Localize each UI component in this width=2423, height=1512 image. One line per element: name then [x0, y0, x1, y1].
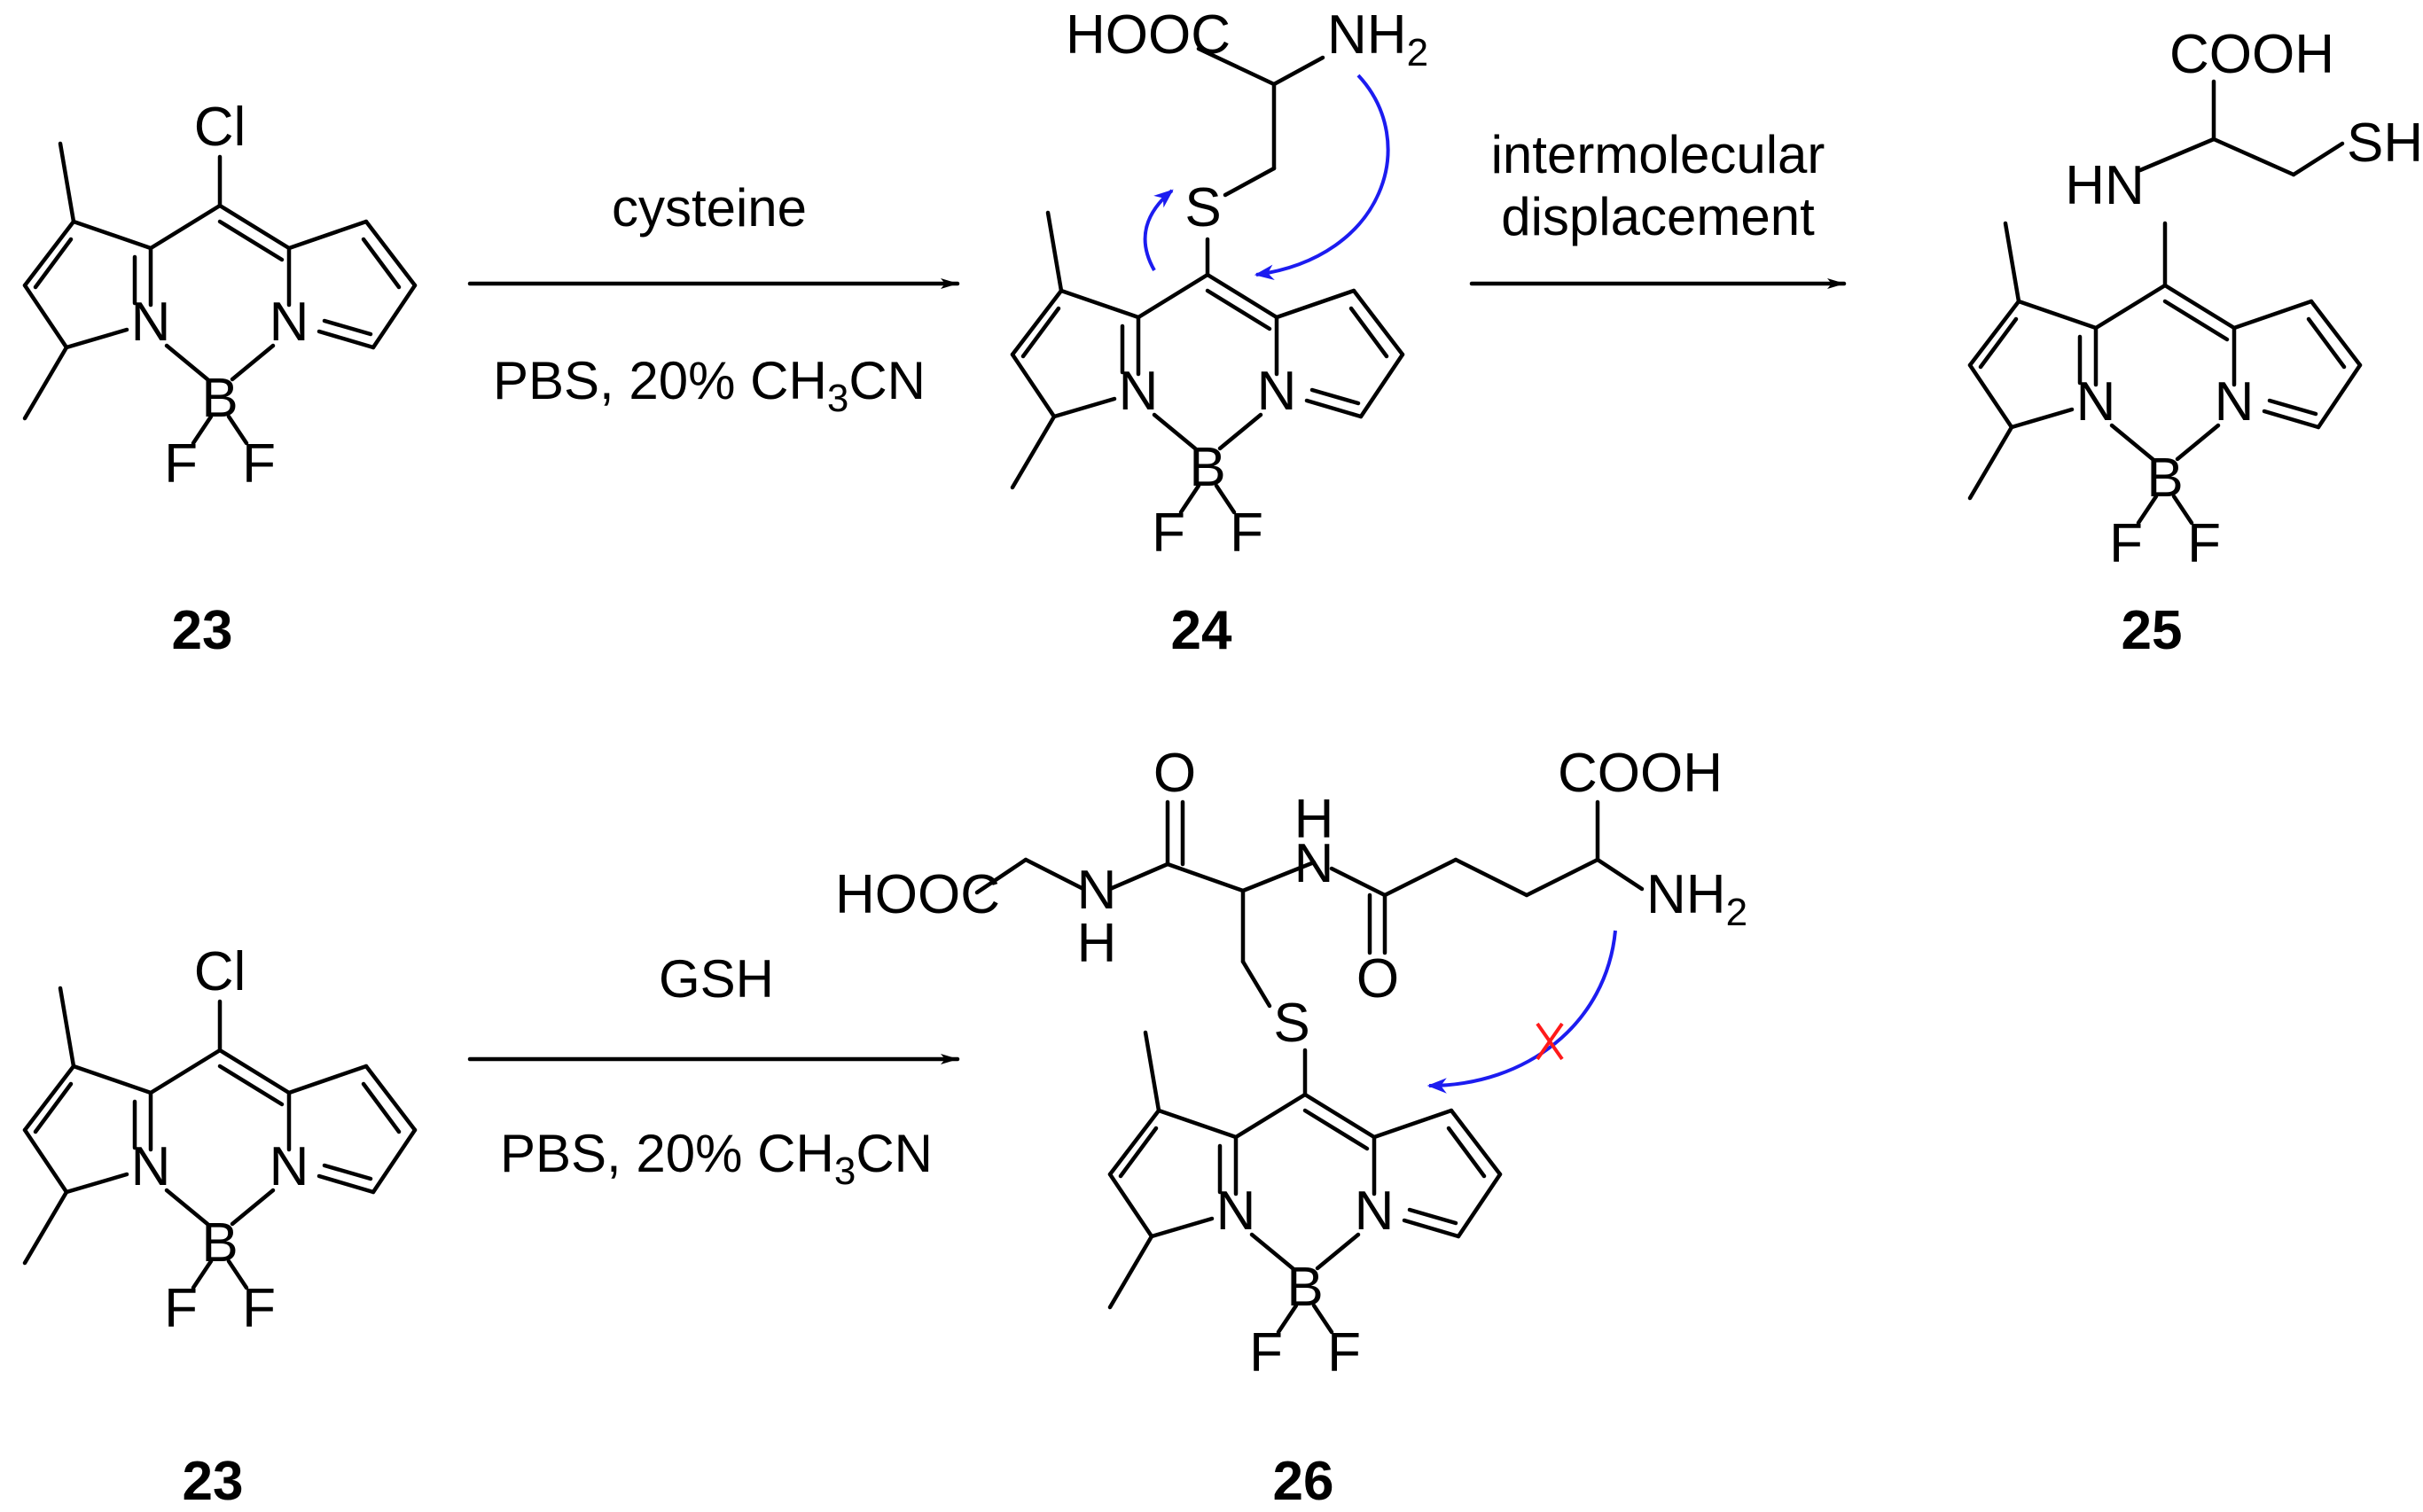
fluorine-label: F — [1152, 503, 1185, 564]
fluorine-label: F — [1230, 503, 1263, 564]
compound-23-bottom: Cl N N B F F — [25, 941, 415, 1339]
amine-label: NH2 — [1646, 864, 1747, 934]
nitrogen-label: N — [1216, 1181, 1256, 1242]
mechanism-arrow-amine — [1254, 74, 1390, 280]
carboxyl-label: COOH — [1558, 743, 1723, 804]
nitrogen-label: N — [131, 292, 171, 353]
boron-label: B — [201, 368, 238, 429]
blocked-mechanism-arrow — [1426, 930, 1617, 1094]
compound-25: HN COOH SH N N B F F — [1970, 24, 2423, 574]
carbonyl-oxygen-label: O — [1153, 743, 1196, 804]
nitrogen-label: N — [2215, 371, 2255, 433]
fluorine-label: F — [164, 433, 198, 495]
amide-n-label: N — [1294, 833, 1334, 894]
nitrogen-label: N — [2076, 371, 2116, 433]
carbonyl-oxygen-label: O — [1356, 948, 1399, 1009]
compound-number-25: 25 — [2122, 600, 2183, 661]
amide-h-label: H — [1077, 913, 1117, 974]
boron-label: B — [1286, 1257, 1323, 1318]
compound-23-top: Cl N N B F F — [25, 97, 415, 495]
mechanism-arrow-sulfur — [1143, 189, 1174, 271]
nitrogen-label: N — [270, 292, 309, 353]
carboxyl-label: HOOC — [1066, 4, 1231, 66]
nitrogen-label: N — [270, 1136, 309, 1197]
amine-label: NH2 — [1327, 4, 1428, 74]
fluorine-label: F — [242, 1278, 276, 1339]
fluorine-label: F — [242, 433, 276, 495]
secondary-amine-label: HN — [2065, 155, 2145, 216]
conditions-1: PBS, 20% CH3CN — [493, 351, 926, 420]
nitrogen-label: N — [1355, 1181, 1395, 1242]
displacement-label-line2: displacement — [1501, 187, 1815, 246]
compound-26: S O N H HOOC H N O COOH NH2 N N B F F — [835, 743, 1747, 1383]
thiol-label: SH — [2347, 113, 2423, 174]
amide-h-label: H — [1294, 789, 1334, 850]
fluorine-label: F — [2109, 513, 2143, 574]
blocked-mark — [1536, 1022, 1564, 1061]
reagent-cysteine: cysteine — [612, 178, 807, 238]
chlorine-label: Cl — [194, 97, 246, 158]
sulfur-label: S — [1184, 177, 1221, 238]
carboxyl-label: COOH — [2169, 24, 2334, 85]
compound-number-23-bottom: 23 — [183, 1451, 244, 1512]
sulfur-label: S — [1273, 993, 1309, 1054]
boron-label: B — [201, 1212, 238, 1274]
compound-number-23: 23 — [172, 600, 233, 661]
boron-label: B — [1189, 437, 1225, 498]
fluorine-label: F — [1249, 1322, 1283, 1383]
compound-number-24: 24 — [1171, 600, 1232, 661]
displacement-label-line1: intermolecular — [1491, 125, 1825, 184]
reagent-gsh: GSH — [659, 949, 774, 1009]
nitrogen-label: N — [131, 1136, 171, 1197]
chlorine-label: Cl — [194, 941, 246, 1002]
fluorine-label: F — [2187, 513, 2221, 574]
nitrogen-label: N — [1257, 361, 1297, 422]
carboxyl-label: HOOC — [835, 864, 1000, 925]
nitrogen-label: N — [1119, 361, 1159, 422]
compound-24: S HOOC NH2 N N B F F — [1012, 4, 1428, 564]
conditions-2: PBS, 20% CH3CN — [500, 1124, 933, 1193]
compound-number-26: 26 — [1273, 1451, 1334, 1512]
fluorine-label: F — [164, 1278, 198, 1339]
fluorine-label: F — [1327, 1322, 1361, 1383]
boron-label: B — [2146, 448, 2183, 509]
